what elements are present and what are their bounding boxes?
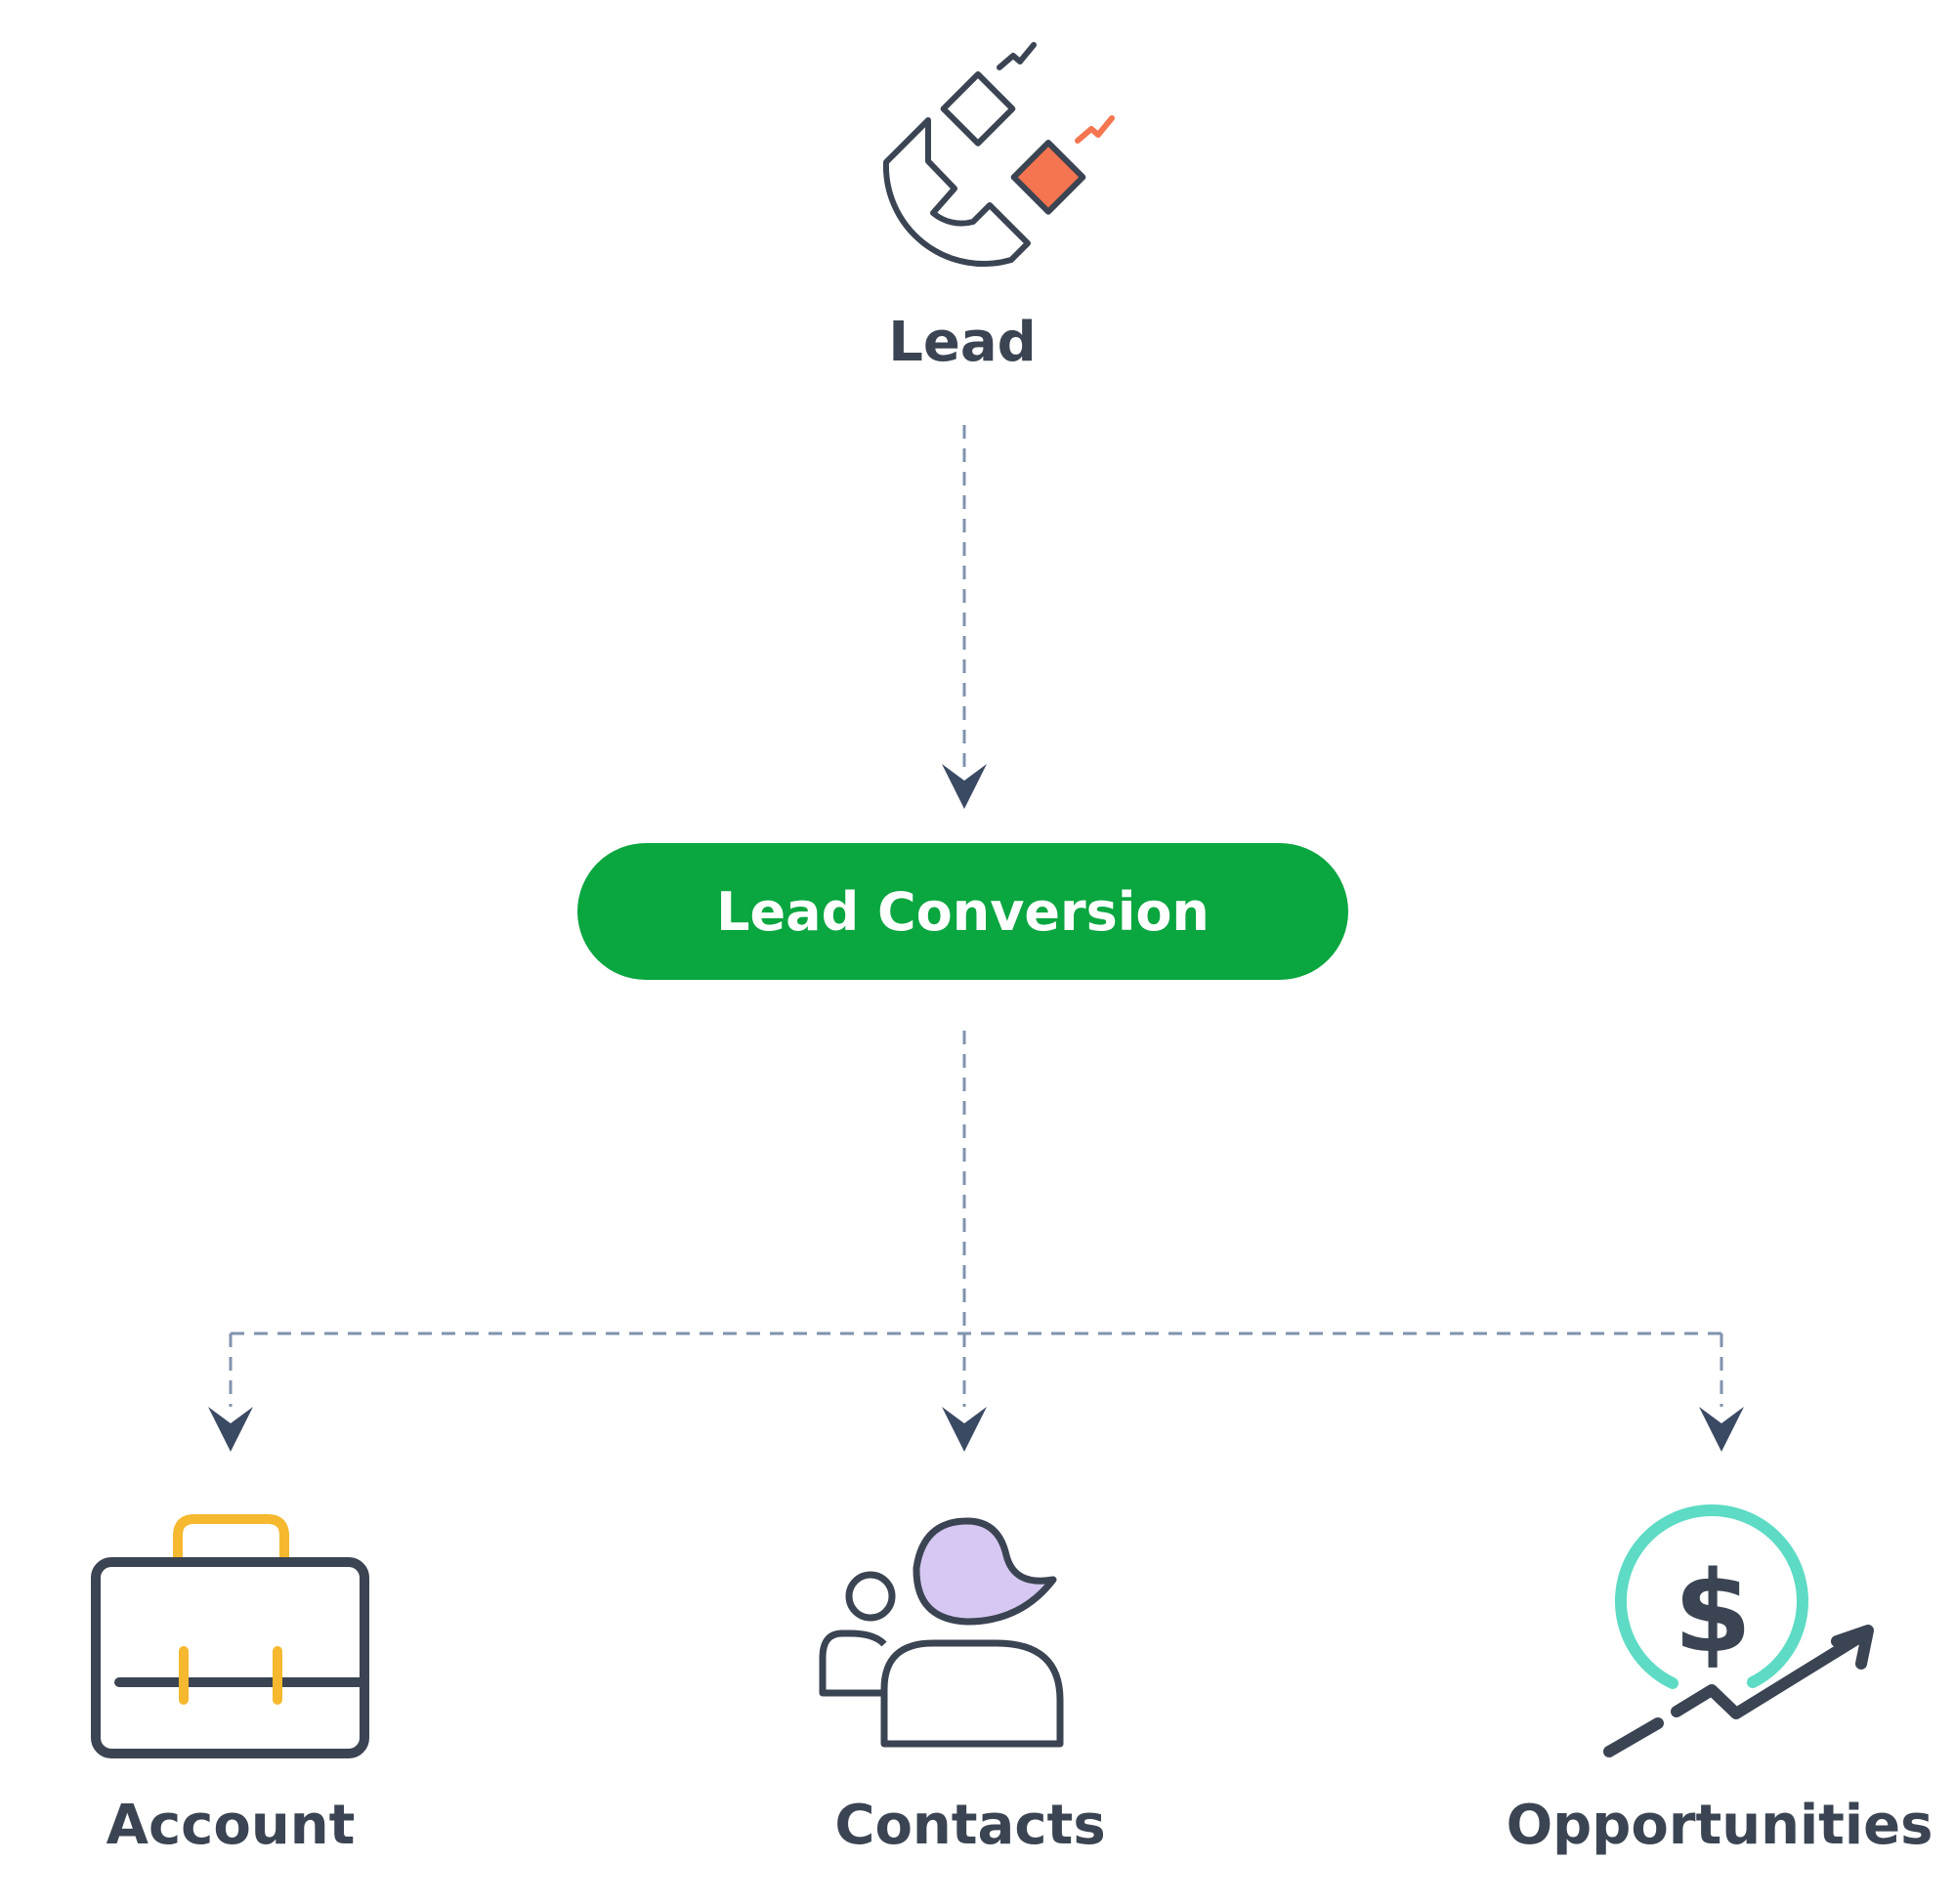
svg-text:$: $ — [1674, 1547, 1752, 1678]
arrowheads — [208, 764, 1744, 1452]
briefcase-icon — [91, 1514, 369, 1758]
arrowhead-opportunities — [1699, 1407, 1744, 1452]
lead-conversion-node: Lead Conversion — [577, 843, 1348, 980]
connector-lines — [229, 425, 1723, 1407]
opportunities-label: Opportunities — [1506, 1794, 1933, 1857]
account-label: Account — [106, 1794, 356, 1857]
arrowhead-account — [208, 1407, 253, 1452]
contacts-icon — [819, 1517, 1064, 1748]
arrowhead-conversion — [942, 764, 987, 809]
arrowhead-contacts — [942, 1407, 987, 1452]
lead-label: Lead — [888, 311, 1037, 374]
lead-conversion-label: Lead Conversion — [716, 880, 1210, 943]
dollar-growth-icon: $ — [1603, 1504, 1874, 1757]
magnet-icon — [882, 42, 1115, 267]
contacts-label: Contacts — [834, 1794, 1106, 1857]
